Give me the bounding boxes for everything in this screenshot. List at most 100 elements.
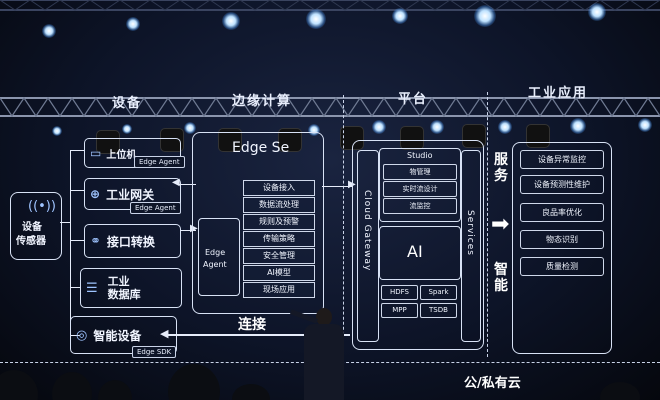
connector-line [70, 287, 80, 289]
audience-head [600, 382, 640, 400]
arrow-line [178, 184, 196, 186]
connector-line [70, 150, 72, 335]
stage-light [430, 120, 444, 134]
storage-item: TSDB [420, 303, 457, 318]
edge-service-item: 设备接入 [243, 180, 315, 196]
separator-line [487, 92, 488, 357]
arrow-line [322, 186, 352, 188]
edge-service-item: 传输策略 [243, 231, 315, 247]
connect-label: 连接 [238, 317, 266, 333]
column-title-platform: 平台 [398, 92, 429, 107]
studio-item: 流监控 [383, 198, 457, 214]
device-label: 数据库 [107, 288, 141, 301]
edge-service-item: 安全管理 [243, 248, 315, 264]
edge-agent-label: Edge [205, 248, 226, 257]
apps-box [512, 142, 612, 354]
arrow-right-icon: ➡ [491, 212, 510, 237]
sensor-label: 设备 [22, 222, 42, 233]
arrow-line [180, 230, 196, 232]
stage-light [372, 120, 386, 134]
arrow-left-icon: ◀ [172, 177, 180, 188]
edge-service-item: 现场应用 [243, 282, 315, 298]
intelligence-text: 智能 [494, 262, 508, 294]
sensor-label: 传感器 [16, 236, 46, 247]
sensor-box [10, 192, 62, 260]
gateway-icon: ⊕ [90, 187, 101, 201]
ai-label: AI [407, 242, 423, 261]
stage-light [306, 9, 326, 29]
storage-item: MPP [381, 303, 418, 318]
studio-item: 实时流设计 [383, 181, 457, 197]
stage-fixture [526, 124, 550, 148]
stage-light [498, 120, 512, 134]
stage-fixture [400, 126, 424, 150]
edge-service-item: 数据流处理 [243, 197, 315, 213]
arrow-right-icon: ▶ [190, 223, 198, 234]
studio-box [379, 148, 461, 222]
stage-light [42, 24, 56, 38]
link-icon: ⚭ [90, 233, 101, 249]
stage-light [638, 118, 652, 132]
cloud-gateway-box [357, 150, 379, 342]
cloud-gateway-label: Cloud Gateway [362, 190, 372, 272]
monitor-icon: ▭ [90, 146, 102, 160]
device-box: ▭ 上位机 [84, 138, 181, 168]
stage-fixture [96, 130, 120, 154]
connector-line [70, 150, 84, 152]
device-chip: Edge SDK [132, 346, 177, 358]
connector-line [70, 240, 84, 242]
edge-service-item: AI模型 [243, 265, 315, 281]
connector-line [60, 222, 70, 224]
stage-light [126, 17, 140, 31]
column-title-edge: 边缘计算 [232, 94, 293, 109]
stage-light [52, 126, 62, 136]
audience-head [52, 372, 92, 400]
connector-line [70, 190, 84, 192]
edge-agent-box [198, 218, 240, 296]
app-item: 物态识别 [520, 230, 604, 249]
signal-icon: ((•)) [28, 199, 56, 214]
stage-light [222, 12, 240, 30]
device-label: 接口转换 [106, 234, 155, 249]
device-chip: Edge Agent [134, 156, 185, 168]
stage-light [474, 5, 496, 27]
studio-item: 物管理 [383, 164, 457, 180]
app-item: 设备预测性维护 [520, 175, 604, 194]
presenter-body [304, 324, 344, 400]
ai-box [379, 226, 461, 280]
platform-box [352, 140, 484, 350]
studio-title: Studio [407, 151, 433, 160]
app-item: 设备异常监控 [520, 150, 604, 169]
device-label: 工业 [107, 275, 130, 288]
services-box [461, 150, 481, 342]
device-chip: Edge Agent [130, 202, 181, 214]
device-box: ⚭ 接口转换 [84, 224, 181, 258]
device-box: ☰ 工业 数据库 [80, 268, 182, 308]
column-title-apps: 工业应用 [528, 86, 589, 101]
presenter-head [316, 308, 332, 326]
audience-head [0, 370, 38, 400]
connector-line [70, 335, 80, 337]
stage-light [588, 3, 606, 21]
smart-device-icon: ◎ [76, 327, 88, 343]
stage-light [570, 118, 586, 134]
storage-item: HDFS [381, 285, 418, 300]
cloud-label: 公/私有云 [464, 376, 521, 391]
arrow-right-icon: ▶ [348, 179, 356, 190]
middle-truss [0, 96, 660, 118]
stage-light [184, 122, 196, 134]
device-label: 上位机 [106, 149, 137, 161]
edge-server-box [192, 132, 324, 314]
stage-light [392, 8, 408, 24]
audience-head [98, 380, 132, 400]
services-label: Services [465, 210, 475, 256]
top-truss [0, 0, 660, 11]
audience-head [232, 384, 270, 400]
audience-head [168, 364, 220, 400]
edge-service-item: 规则及预警 [243, 214, 315, 230]
storage-item: Spark [420, 285, 457, 300]
edge-title: Edge Se [232, 140, 290, 156]
device-label: 智能设备 [93, 328, 142, 343]
connect-line [168, 334, 350, 336]
